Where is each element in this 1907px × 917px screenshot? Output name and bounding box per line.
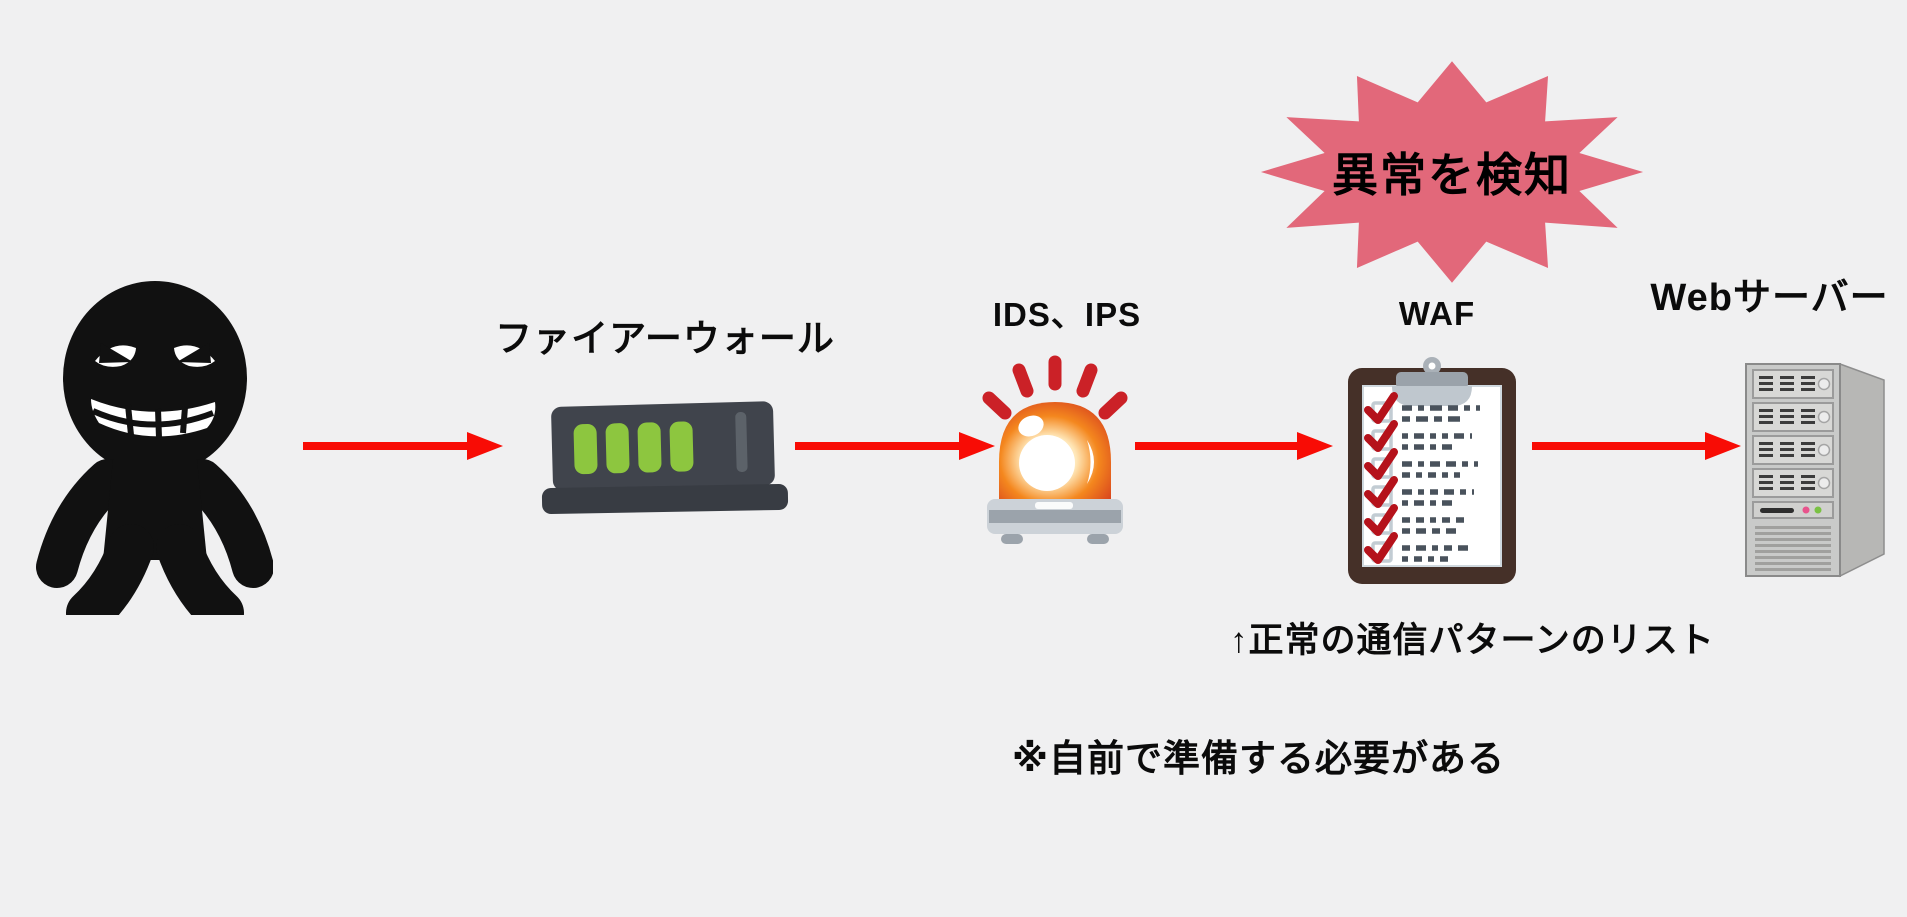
arrow-head [1705,432,1741,460]
flow-arrow-waf-to-server [1532,432,1741,460]
firewall-icon [538,398,792,514]
starburst-icon [1260,61,1644,283]
firewall-label: ファイアーウォール [495,318,835,359]
alert-burst-label: 異常を検知 [1332,149,1572,201]
waf-list-note: ↑正常の通信パターンのリスト [1230,621,1715,660]
alert-burst: 異常を検知 [1256,56,1648,288]
attacker-icon [33,275,274,636]
arrow-shaft [1532,442,1705,450]
checklist-clipboard-icon [1346,352,1518,586]
alarm-siren-icon [975,350,1135,550]
arrow-head [1297,432,1333,460]
waf-label: WAF [1398,295,1476,332]
preparation-note: ※自前で準備する必要がある [1012,738,1505,779]
arrow-shaft [795,442,959,450]
ids-ips-label: IDS、IPS [992,296,1142,333]
arrow-shaft [1135,442,1297,450]
arrow-shaft [303,442,467,450]
arrow-head [467,432,503,460]
web-server-label: Webサーバー [1650,277,1889,319]
flow-arrow-firewall-to-ids [795,432,995,460]
flow-arrow-ids-to-waf [1135,432,1333,460]
arrow-head [959,432,995,460]
flow-arrow-attacker-to-firewall [303,432,503,460]
server-tower-icon [1740,354,1890,586]
